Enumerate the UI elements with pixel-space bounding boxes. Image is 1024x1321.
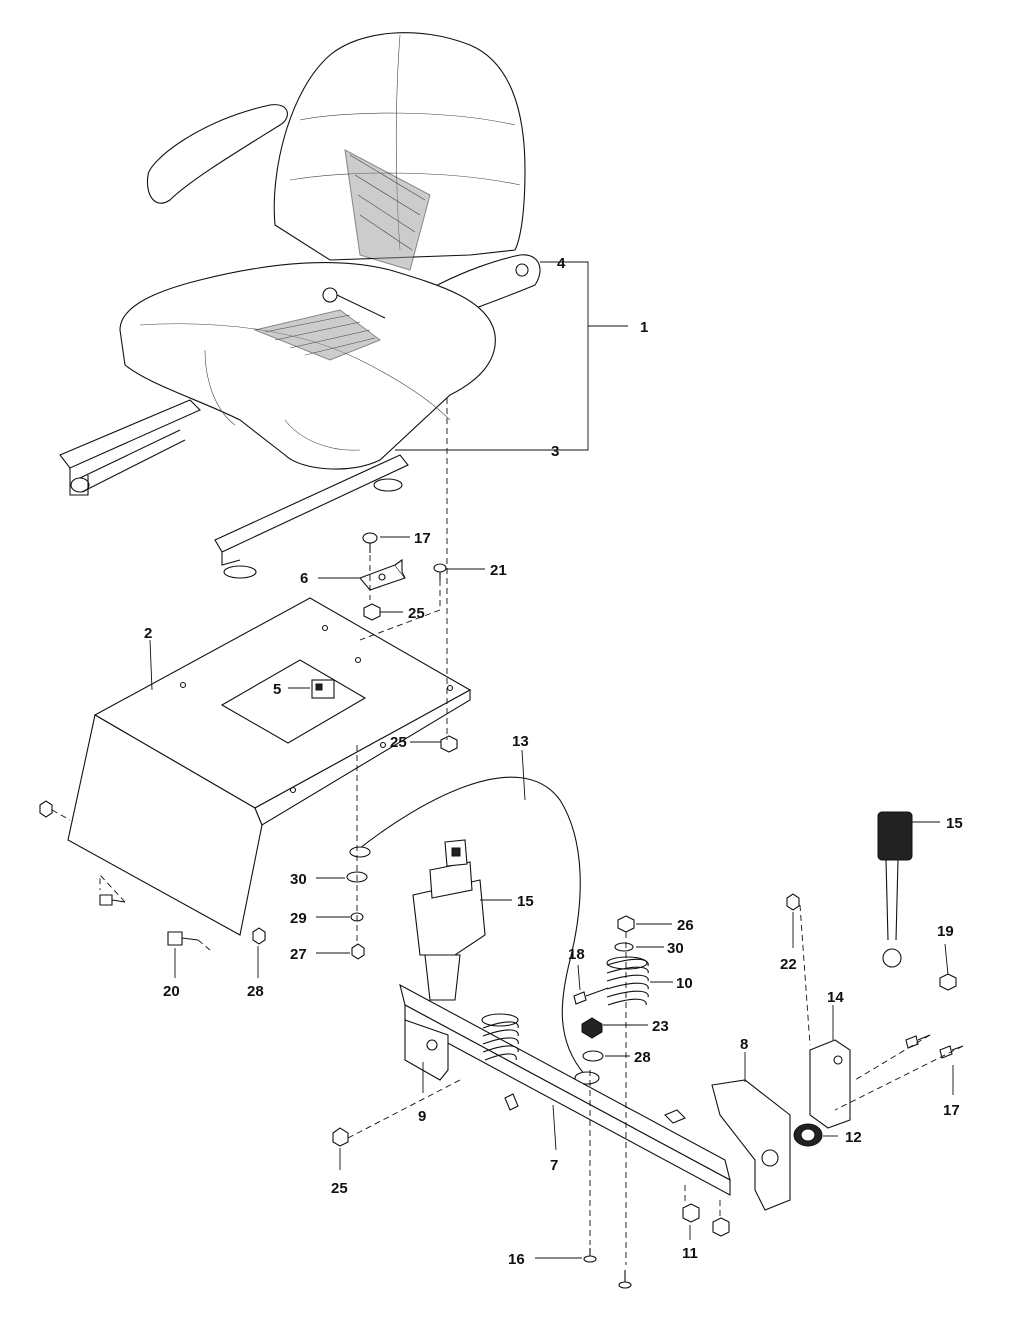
callout-7: 7 [550,1157,558,1174]
bracket-14 [809,1039,851,1129]
callout-16: 21 [490,562,507,579]
callout-14: 14 [827,989,844,1006]
callout-25-top: 25 [408,605,425,622]
callout-24: 23 [652,1018,669,1035]
seat-plate [67,597,472,936]
springs [481,956,649,1061]
hardware-top [362,532,458,753]
frame-bar-7 [399,983,731,1196]
seat-belt [412,811,913,1001]
callout-5: 5 [273,681,281,698]
leaders [149,261,954,1259]
callout-17: 16 [508,1251,525,1268]
callout-27: 27 [290,946,307,963]
callout-28-left: 28 [247,983,264,1000]
callout-2: 2 [144,625,152,642]
callout-22: 20 [163,983,180,1000]
callout-19: 17 [943,1102,960,1119]
callout-15-mid: 15 [517,893,534,910]
callout-1: 1 [640,319,648,336]
callout-28-right: 28 [634,1049,651,1066]
hardware-bottom [39,800,964,1289]
callout-8: 8 [740,1036,748,1053]
bracket-9 [404,1019,449,1081]
bushing-12 [793,1123,823,1147]
callout-21: 19 [937,923,954,940]
callout-30-left: 30 [290,871,307,888]
seat [59,32,541,579]
callout-15-right: 15 [946,815,963,832]
callout-29: 29 [290,910,307,927]
callout-11: 11 [682,1245,698,1262]
bracket-6 [359,558,406,591]
callout-13: 13 [512,733,529,750]
callout-25-bottom: 25 [331,1180,348,1197]
cable-13 [354,776,586,1076]
callout-18: 17 [414,530,431,547]
callout-23: 22 [780,956,797,973]
callout-3: 3 [551,443,559,460]
bracket-8 [711,1079,791,1211]
callout-12: 12 [845,1129,862,1146]
callout-26: 26 [677,917,694,934]
callout-10: 10 [676,975,693,992]
callout-6: 6 [300,570,308,587]
callout-20: 18 [568,946,585,963]
callout-4: 4 [557,255,566,272]
callout-25-mid: 25 [390,734,407,751]
callout-30-right: 30 [667,940,684,957]
callout-9: 9 [418,1108,426,1125]
callout-labels: 4 1 3 17 6 21 25 2 5 25 13 15 30 15 29 2… [144,255,963,1268]
